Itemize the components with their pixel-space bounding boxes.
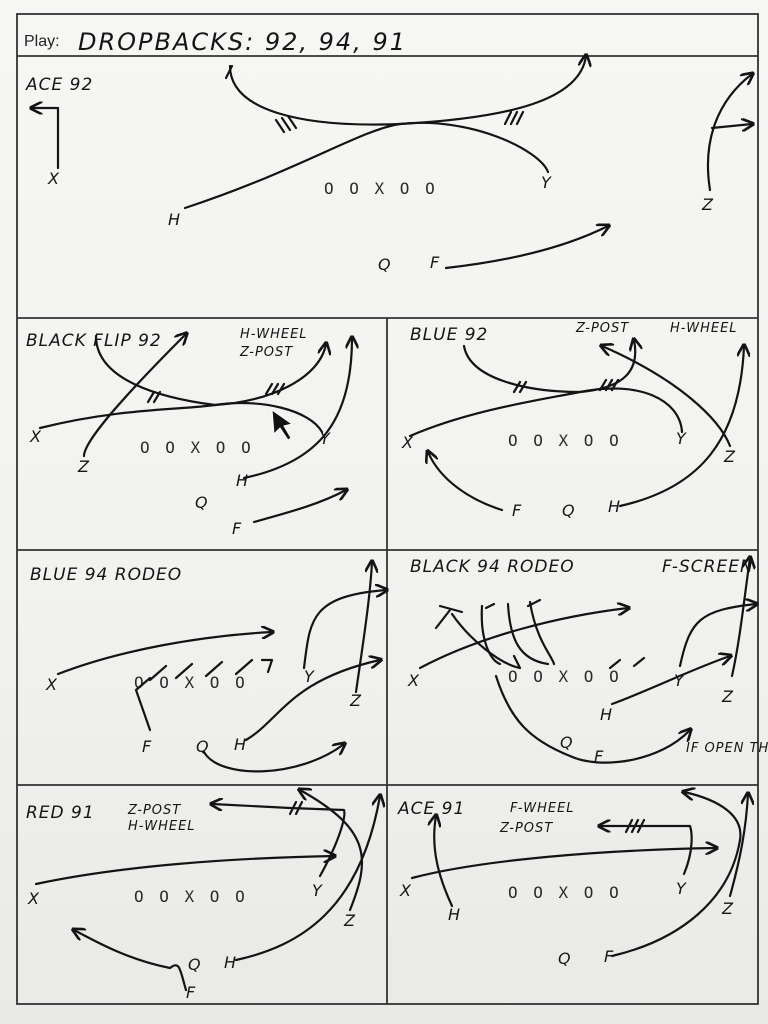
route-lines [410,792,748,958]
player-h: H [236,471,248,490]
route-lines [408,340,744,512]
player-x: X [399,881,412,900]
offensive-line: O O X O O [134,887,248,906]
offensive-line: O O X O O [508,667,622,686]
route-note-2: IF OPEN THROW IT [686,741,768,756]
player-y: Y [674,671,685,690]
player-x: X [29,427,42,446]
player-x: X [27,889,40,908]
player-z: Z [701,195,714,214]
route-note-2: Z-POST [499,821,553,836]
player-q: Q [558,949,571,968]
player-q: Q [188,955,201,974]
play-title: DROPBACKS: 92, 94, 91 [78,28,407,56]
play-panel-blue-92: BLUE 92 Z-POST H-WHEEL O O X O O X Y Z F… [401,321,744,520]
offensive-line: O O X O O [508,883,622,902]
route-note-2: H-WHEEL [128,819,196,834]
panel-title: BLACK FLIP 92 [26,331,162,351]
player-h: H [224,953,236,972]
player-x: X [45,675,58,694]
player-f: F [594,747,604,766]
panel-title: RED 91 [26,803,95,823]
player-y: Y [304,667,315,686]
player-h: H [608,497,620,516]
play-panel-black-94-rodeo: BLACK 94 RODEO F-SCREEN IF OPEN THROW IT… [407,557,768,766]
header: Play: DROPBACKS: 92, 94, 91 [24,28,407,56]
route-lines [418,558,756,764]
route-note-1: F-WHEEL [510,801,575,816]
route-lines [32,56,752,270]
play-panel-red-91: RED 91 Z-POST H-WHEEL O O X O O X Y Z Q … [26,790,380,1002]
player-x: X [401,433,414,452]
player-z: Z [721,687,734,706]
player-h: H [234,735,246,754]
player-z: Z [721,899,734,918]
player-q: Q [378,255,391,274]
player-f: F [142,737,152,756]
play-panel-ace-91: ACE 91 F-WHEEL Z-POST O O X O O X H Y Z … [397,792,748,968]
player-y: Y [541,173,552,192]
play-panel-black-flip-92: BLACK FLIP 92 H-WHEEL Z-POST O O X O O X… [26,327,352,538]
offensive-line: O O X O O [134,673,248,692]
route-note-1: F-SCREEN [662,557,754,577]
grid-frame [16,13,759,1005]
panel-title: BLACK 94 RODEO [410,557,575,577]
player-f: F [430,253,440,272]
route-lines [56,562,386,773]
panel-title: BLUE 94 RODEO [30,565,182,585]
play-panel-blue-94-rodeo: BLUE 94 RODEO O O X O O X Y Z F Q H [30,562,386,773]
route-lines [38,334,352,524]
panel-title: ACE 91 [397,799,465,819]
player-q: Q [562,501,575,520]
route-note-2: Z-POST [239,345,293,360]
play-label: Play: [24,33,60,50]
player-y: Y [320,429,331,448]
player-h: H [600,705,612,724]
route-note-1: H-WHEEL [240,327,308,342]
mouse-cursor-icon [271,408,294,441]
player-x: X [407,671,420,690]
offensive-line: O O X O O [508,431,622,450]
panel-title: BLUE 92 [410,325,488,345]
player-h: H [448,905,460,924]
panel-title: ACE 92 [25,75,93,95]
route-note-1: Z-POST [127,803,181,818]
player-z: Z [343,911,356,930]
player-f: F [186,983,196,1002]
offensive-line: O O X O O [324,179,438,198]
player-q: Q [195,493,208,512]
play-panel-ace-92: ACE 92 O O X O O X H Y Z Q F [25,56,752,274]
route-note-1: Z-POST [575,321,629,336]
player-z: Z [723,447,736,466]
player-y: Y [676,879,687,898]
player-f: F [232,519,242,538]
player-q: Q [560,733,573,752]
player-x: X [47,169,60,188]
route-lines [34,790,380,992]
player-f: F [512,501,522,520]
player-y: Y [312,881,323,900]
offensive-line: O O X O O [140,438,254,457]
player-y: Y [676,429,687,448]
player-z: Z [77,457,90,476]
player-z: Z [349,691,362,710]
player-f: F [604,947,614,966]
player-h: H [168,210,180,229]
player-q: Q [196,737,209,756]
route-note-2: H-WHEEL [670,321,738,336]
